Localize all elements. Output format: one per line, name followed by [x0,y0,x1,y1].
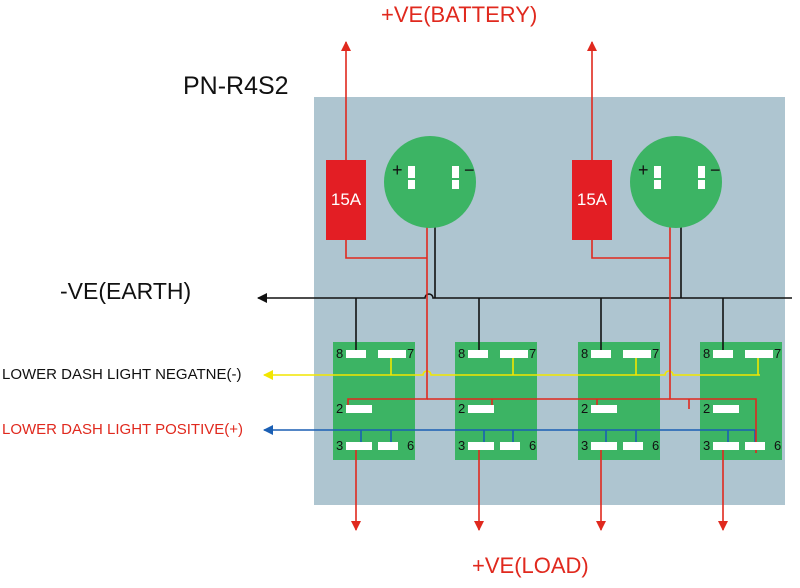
switch-3-pin-pad [591,350,611,358]
switch-body-3 [578,342,660,460]
switch-4-pin-pad [713,442,739,450]
switch-3-pin-8: 8 [581,346,589,361]
sockets: + − + − [384,136,722,228]
switch-1-pin-7: 7 [407,346,415,361]
socket-1-pin-minus [452,166,459,178]
switch-pins [346,350,773,450]
switch-body-1 [333,342,415,460]
socket-2-plus-sign: + [638,160,649,180]
socket-1-pin-minus-b [452,180,459,189]
socket-2 [630,136,722,228]
switch-body-4 [700,342,782,460]
fuses: 15A 15A [326,160,612,240]
switch-4-pin-7: 7 [774,346,782,361]
switch-2-pin-7: 7 [529,346,537,361]
socket-2-pin-plus [654,166,661,178]
switch-3-pin-pad [591,405,617,413]
switch-2-pin-pad [468,350,488,358]
socket-1-pin-plus-b [408,180,415,189]
socket-2-pin-plus-b [654,180,661,189]
dash-negative-bus [263,370,760,380]
switch-1-pin-pad [378,350,406,358]
switch-2-pin-3: 3 [458,438,466,453]
switch-2-pin-2: 2 [458,401,466,416]
battery-label: +VE(BATTERY) [381,2,538,27]
switch-4-pin-pad [713,405,739,413]
fuse-2-rating: 15A [577,190,608,209]
switch-2-pin-pad [468,405,494,413]
socket-1-minus-sign: − [464,160,475,180]
switch-4-pin-pad [745,442,765,450]
switch-4-pin-2: 2 [703,401,711,416]
switch-3-pin-2: 2 [581,401,589,416]
switch-1-pin-pad [378,442,398,450]
model-label: PN-R4S2 [183,72,289,100]
socket-2-pin-minus [698,166,705,178]
switch-3-pin-6: 6 [652,438,660,453]
switch-2-pin-pad [500,350,528,358]
switch-3-pin-pad [591,442,617,450]
fuse-1-rating: 15A [331,190,362,209]
dash-positive-label: LOWER DASH LIGHT POSITIVE(+) [2,421,244,438]
switch-1-pin-2: 2 [336,401,344,416]
switch-3-pin-pad [623,350,651,358]
switch-2-pin-6: 6 [529,438,537,453]
fuse-1 [326,160,366,240]
switch-3-pin-7: 7 [652,346,660,361]
switch-3-pin-3: 3 [581,438,589,453]
switch-2-pin-8: 8 [458,346,466,361]
switch-1-pin-8: 8 [336,346,344,361]
switch-4-pin-pad [713,350,733,358]
switch-1-pin-pad [346,442,372,450]
switch-1-pin-6: 6 [407,438,415,453]
switch-1-pin-3: 3 [336,438,344,453]
switch-2-pin-pad [468,442,494,450]
fuse-2 [572,160,612,240]
fuse-2-to-bus [591,240,670,259]
socket-1-plus-sign: + [392,160,403,180]
switch-body-2 [455,342,537,460]
socket-1 [384,136,476,228]
socket-2-pin-minus-b [698,180,705,189]
switch-1-pin-pad [346,350,366,358]
fuse-1-to-bus [345,240,427,259]
switch-1-pin-pad [346,405,372,413]
load-label: +VE(LOAD) [472,553,589,578]
socket-2-minus-sign: − [710,160,721,180]
switch-3-pin-pad [623,442,643,450]
dash-negative-label: LOWER DASH LIGHT NEGATNE(-) [2,366,242,383]
earth-bus [257,293,792,303]
socket-1-pin-plus [408,166,415,178]
switch-bodies [333,342,782,460]
switch-4-pin-6: 6 [774,438,782,453]
switch-4-pin-8: 8 [703,346,711,361]
earth-label: -VE(EARTH) [60,278,192,304]
switch-2-pin-pad [500,442,520,450]
switch-4-pin-3: 3 [703,438,711,453]
switch-4-pin-pad [745,350,773,358]
